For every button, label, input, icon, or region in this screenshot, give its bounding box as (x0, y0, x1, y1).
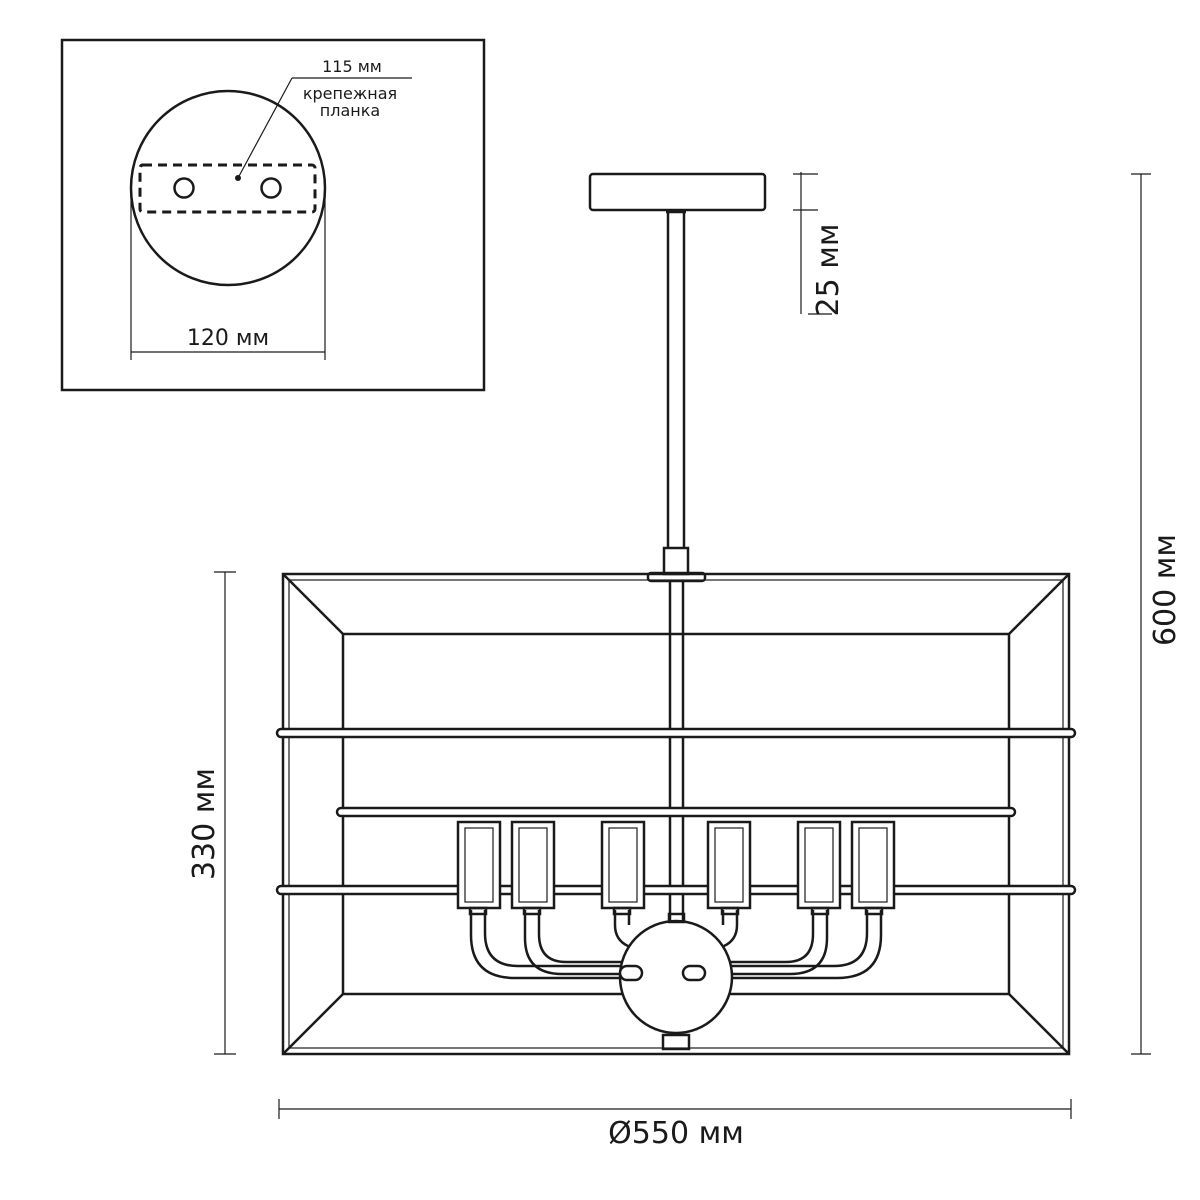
mounting-hole-left (173, 177, 195, 199)
cage-outer-frame (281, 572, 1071, 1056)
shade-height-label: 330 мм (187, 768, 222, 880)
arm-2-outer (523, 910, 633, 976)
lamp-holders (456, 820, 896, 916)
arm-5-inner (719, 910, 815, 964)
rod-length-label: 25 мм (811, 224, 846, 317)
bottom-finial (661, 1033, 691, 1051)
lamp-arms (469, 910, 883, 980)
lamp-holder-4 (706, 820, 752, 916)
arm-2-inner (537, 910, 633, 964)
arm-4-outer (723, 910, 739, 948)
mounting-plate-inset: 115 мм крепежная планка 120 мм (60, 38, 486, 392)
canopy-circle (129, 89, 327, 287)
ceiling-canopy (588, 172, 767, 212)
inset-frame (60, 38, 486, 392)
diameter-dimension: Ø550 мм (278, 1099, 1072, 1151)
cage-diagonal-top-left (282, 573, 344, 635)
mounting-hole-right (260, 177, 282, 199)
arm-3-outer (613, 910, 629, 948)
diameter-label: Ø550 мм (608, 1116, 744, 1151)
lamp-holder-2 (510, 820, 556, 916)
height-dimension: 600 мм (1131, 173, 1183, 1055)
central-body (618, 912, 734, 1051)
arm-1-inner (483, 910, 633, 968)
cage-diagonal-bottom-right (1008, 993, 1070, 1055)
shade-height-dimension: 330 мм (187, 571, 236, 1055)
mounting-bar-outline (138, 163, 317, 214)
ball-top-collar (667, 912, 686, 924)
lamp-holder-3 (600, 820, 646, 916)
lamp-holder-6 (850, 820, 896, 916)
lamp-holder-5 (796, 820, 842, 916)
arm-6-inner (719, 910, 869, 968)
plate-name-label-line2: планка (320, 101, 380, 120)
canopy-diameter-label: 120 мм (187, 326, 269, 351)
rod-dimension: 25 мм (793, 172, 846, 316)
plate-width-label: 115 мм (322, 57, 382, 76)
arm-1-outer (469, 910, 635, 980)
lamp-holder-1 (456, 820, 502, 916)
cage-diagonal-bottom-left (282, 993, 344, 1055)
arm-socket-right (681, 964, 707, 982)
plate-leader-line (237, 77, 293, 179)
cage-ring-middle (335, 806, 1017, 818)
arm-6-outer (717, 910, 883, 980)
rod-coupler (662, 546, 690, 576)
arm-socket-left (618, 964, 644, 982)
cage-diagonal-top-right (1008, 573, 1070, 635)
overall-height-label: 600 мм (1148, 534, 1183, 646)
cage-ring-lower (275, 884, 1077, 896)
plate-name-label-line1: крепежная (303, 84, 397, 103)
arm-5-outer (719, 910, 829, 976)
cage-ring-upper (275, 727, 1077, 739)
